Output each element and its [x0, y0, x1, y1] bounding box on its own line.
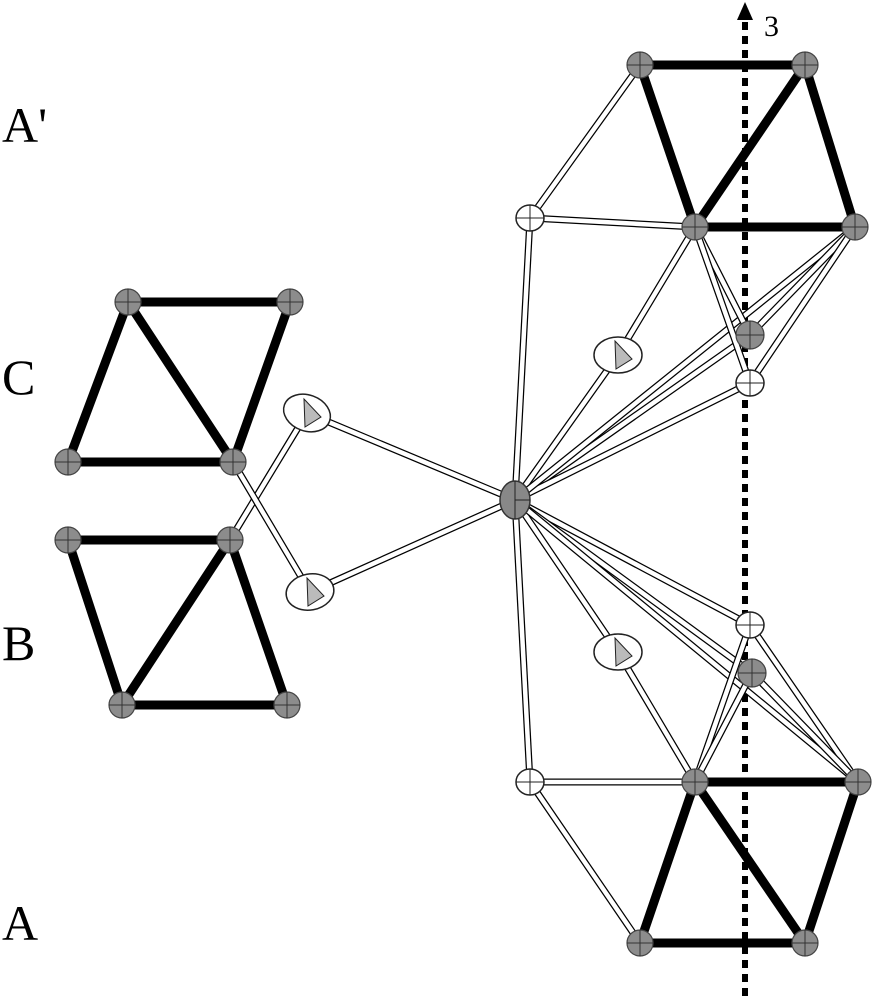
atom-octant-lines: [274, 692, 300, 718]
atom-octant-lines: [516, 205, 544, 231]
open-bond-fill: [616, 225, 697, 357]
atom-octant-lines: [115, 289, 141, 315]
open-bond-fill: [692, 624, 753, 783]
cluster-bond: [225, 538, 292, 707]
atom-octant-lines: [514, 481, 530, 519]
atom-octant-lines: [842, 214, 868, 240]
open-bond-fill: [513, 498, 620, 654]
axis-arrow-icon: [737, 2, 753, 20]
cluster-bond: [691, 779, 809, 946]
open-bond-fill: [306, 410, 516, 503]
open-bond-fill: [750, 671, 860, 784]
open-bond-fill: [228, 411, 309, 542]
ellipsoid-shading: [303, 397, 322, 428]
open-bond-fill: [512, 499, 533, 783]
atom-octant-lines: [736, 370, 764, 396]
atom-octant-lines: [736, 612, 764, 638]
open-bond-fill: [748, 623, 860, 784]
atom-octant-lines: [738, 659, 766, 687]
atom-octant-lines: [792, 930, 818, 956]
cluster-bond: [800, 780, 863, 945]
atom-octant-lines: [55, 527, 81, 553]
open-bond-fill: [748, 225, 857, 385]
ellipsoid-shading: [306, 576, 325, 607]
cluster-bond: [118, 537, 234, 708]
atom-octant-lines: [220, 449, 246, 475]
cluster-bond: [63, 300, 133, 464]
cluster-bond: [691, 62, 809, 230]
cluster-label-b: B: [2, 615, 36, 671]
open-bond-fill: [309, 497, 516, 595]
threefold-axis-label: 3: [764, 10, 779, 43]
open-bond-fill: [513, 225, 857, 502]
atom-octant-lines: [109, 692, 135, 718]
atom-octant-lines: [792, 52, 818, 78]
open-bond-fill: [528, 780, 642, 945]
atom-octant-lines: [682, 214, 708, 240]
atom-octant-lines: [736, 321, 764, 349]
atom-octant-lines: [277, 289, 303, 315]
cluster-label-c: C: [2, 349, 36, 405]
open-bond-fill: [513, 353, 620, 502]
cluster-bond: [635, 780, 700, 945]
cluster-label-a-prime: A': [2, 97, 48, 153]
open-bond-fill: [529, 215, 696, 230]
ellipsoid-shading: [614, 636, 633, 667]
open-bond-fill: [616, 650, 697, 784]
atom-octant-lines: [55, 449, 81, 475]
open-bond-fill: [692, 226, 753, 384]
ellipsoid-shading: [614, 339, 633, 370]
atom-octant-lines: [682, 769, 708, 795]
cluster-bond: [228, 300, 295, 464]
open-bond-fill: [513, 380, 752, 503]
atom-octant-lines: [845, 769, 871, 795]
open-bond-fill: [512, 217, 533, 501]
atom-octant-lines: [516, 769, 544, 795]
open-bond-fill: [748, 225, 857, 337]
cluster-bond: [800, 63, 860, 229]
atom-octant-lines: [627, 52, 653, 78]
open-bond-fill: [693, 671, 754, 784]
cluster-label-a: A: [2, 895, 39, 951]
atom-octant-lines: [627, 930, 653, 956]
open-bond-fill: [231, 460, 312, 594]
cluster-bond: [63, 538, 127, 707]
atom-octant-lines: [217, 527, 243, 553]
cluster-bond: [124, 299, 237, 465]
open-bond-fill: [513, 498, 860, 784]
cluster-bond: [635, 63, 700, 229]
open-bond-fill: [528, 63, 642, 220]
open-bond-fill: [513, 498, 752, 627]
